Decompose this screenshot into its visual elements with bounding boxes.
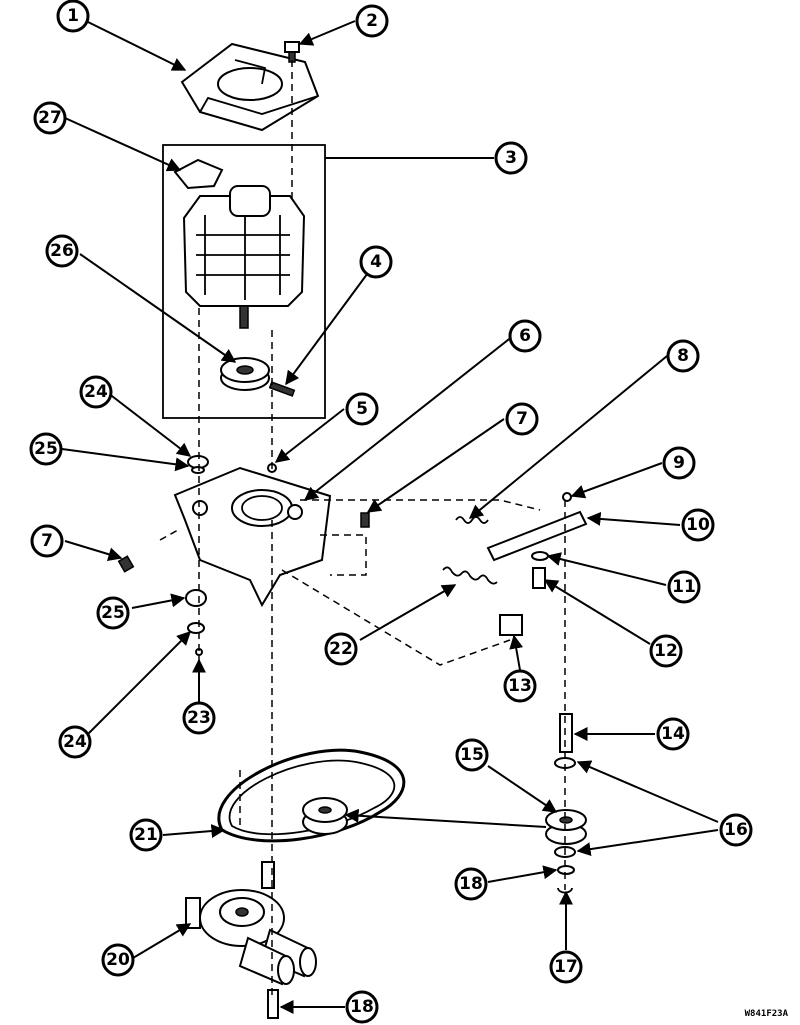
callout-3: 3 xyxy=(494,141,528,175)
callout-23: 23 xyxy=(182,701,216,735)
document-code: W841F23A xyxy=(744,1009,788,1019)
callout-15: 15 xyxy=(455,738,489,772)
screw-part-7-left xyxy=(117,555,135,573)
clip-part-13 xyxy=(499,614,523,636)
callout-24-lower: 24 xyxy=(58,725,92,759)
callout-22: 22 xyxy=(324,632,358,666)
callout-4: 4 xyxy=(359,245,393,279)
svg-text:17: 17 xyxy=(554,957,578,977)
idler-pulley-part xyxy=(545,809,587,845)
svg-text:2: 2 xyxy=(366,11,378,31)
svg-text:16: 16 xyxy=(724,820,748,840)
callout-10: 10 xyxy=(681,508,715,542)
callout-5: 5 xyxy=(345,392,379,426)
callout-16: 16 xyxy=(719,813,753,847)
svg-text:18: 18 xyxy=(459,874,483,894)
svg-text:24: 24 xyxy=(63,732,87,752)
callout-25-upper: 25 xyxy=(29,432,63,466)
assembly-lines xyxy=(159,60,566,1000)
svg-text:8: 8 xyxy=(677,346,689,366)
svg-text:7: 7 xyxy=(41,531,53,551)
washer-part-11 xyxy=(531,551,549,561)
callout-14: 14 xyxy=(656,717,690,751)
callout-20: 20 xyxy=(101,943,135,977)
idler-arm-part xyxy=(486,510,588,562)
washer-part-18 xyxy=(557,865,575,875)
spring-part-22 xyxy=(442,566,498,585)
grommet-part-upper-b xyxy=(191,466,205,474)
clip-part xyxy=(173,158,224,190)
motor-cover-part xyxy=(180,42,320,132)
nut-part-9 xyxy=(562,492,572,502)
drive-belt-part xyxy=(217,748,406,843)
callout-9: 9 xyxy=(662,446,696,480)
callout-24-upper: 24 xyxy=(79,375,113,409)
svg-text:7: 7 xyxy=(516,409,528,429)
grommet-part-lower xyxy=(185,589,207,607)
screw-part-7-right xyxy=(360,512,370,528)
callout-1: 1 xyxy=(56,0,90,33)
callout-13: 13 xyxy=(503,669,537,703)
callout-7-left: 7 xyxy=(30,524,64,558)
spring-part-8 xyxy=(455,516,489,524)
washer-part-lower xyxy=(187,622,205,634)
svg-text:10: 10 xyxy=(686,515,710,535)
callout-7-right: 7 xyxy=(505,402,539,436)
svg-text:14: 14 xyxy=(661,724,685,744)
leader-lines xyxy=(61,20,719,1014)
svg-text:21: 21 xyxy=(134,825,158,845)
svg-text:4: 4 xyxy=(370,252,382,272)
key-part xyxy=(268,381,296,397)
mounting-bracket-part xyxy=(173,466,332,608)
svg-text:26: 26 xyxy=(50,241,74,261)
svg-text:11: 11 xyxy=(672,577,696,597)
svg-text:25: 25 xyxy=(101,603,125,623)
bolt-part-12 xyxy=(532,567,546,589)
motor-pulley-part xyxy=(220,357,270,391)
motor-assembly-box xyxy=(162,144,326,419)
svg-text:23: 23 xyxy=(187,708,211,728)
svg-text:5: 5 xyxy=(356,399,368,419)
svg-text:6: 6 xyxy=(519,326,531,346)
callout-2: 2 xyxy=(355,4,389,38)
svg-text:9: 9 xyxy=(673,453,685,473)
svg-text:18: 18 xyxy=(350,997,374,1017)
svg-text:24: 24 xyxy=(84,382,108,402)
callout-27: 27 xyxy=(33,101,67,135)
drive-belt-inner xyxy=(228,759,396,836)
callout-26: 26 xyxy=(45,234,79,268)
svg-text:13: 13 xyxy=(508,676,532,696)
motor-part xyxy=(182,185,306,329)
callout-17: 17 xyxy=(549,950,583,984)
callout-12: 12 xyxy=(649,634,683,668)
callout-6: 6 xyxy=(508,319,542,353)
stud-part-14 xyxy=(559,713,573,753)
svg-text:15: 15 xyxy=(460,745,484,765)
svg-text:3: 3 xyxy=(505,148,517,168)
svg-text:20: 20 xyxy=(106,950,130,970)
pump-part xyxy=(185,861,317,986)
pump-pulley-part xyxy=(302,797,348,835)
bolt-part-18-bottom xyxy=(267,989,279,1019)
svg-text:1: 1 xyxy=(67,6,79,26)
callout-8: 8 xyxy=(666,339,700,373)
svg-text:12: 12 xyxy=(654,641,678,661)
callout-18-pulley: 18 xyxy=(454,867,488,901)
svg-text:27: 27 xyxy=(38,108,62,128)
svg-text:22: 22 xyxy=(329,639,353,659)
callout-25-lower: 25 xyxy=(96,596,130,630)
callout-11: 11 xyxy=(667,570,701,604)
callout-21: 21 xyxy=(129,818,163,852)
callout-18-bolt: 18 xyxy=(345,990,379,1024)
svg-text:25: 25 xyxy=(34,439,58,459)
